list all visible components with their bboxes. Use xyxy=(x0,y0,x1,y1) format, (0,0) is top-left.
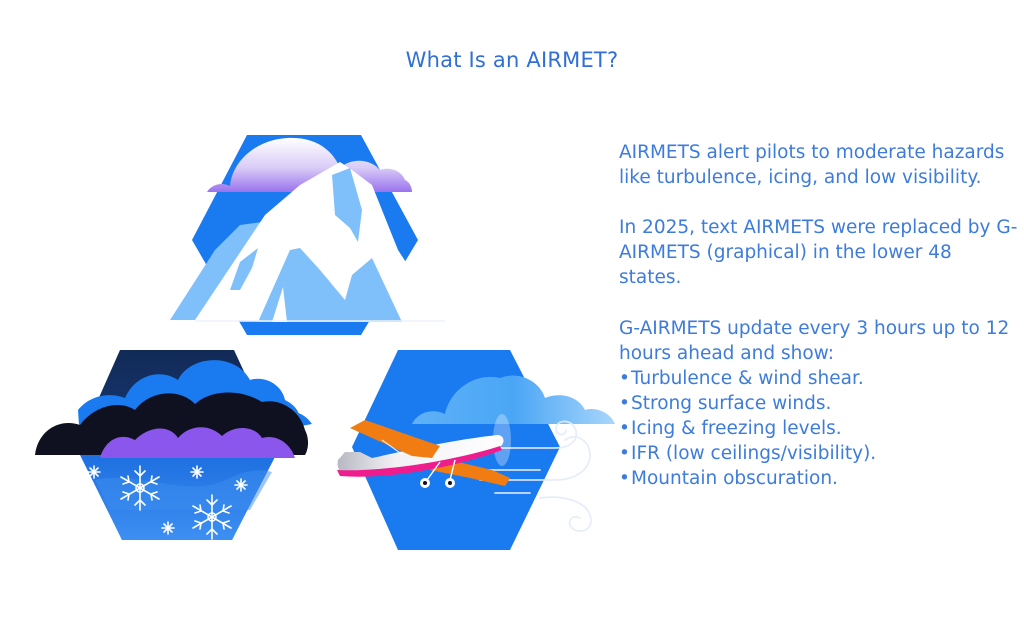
bullet-icon: • xyxy=(619,418,630,439)
update-paragraph: G-AIRMETS update every 3 hours up to 12 … xyxy=(619,318,1010,364)
hazard-list: •Turbulence & wind shear. •Strong surfac… xyxy=(619,366,1019,491)
hazard-item: •Turbulence & wind shear. xyxy=(619,368,864,389)
hazard-item: •Mountain obscuration. xyxy=(619,468,838,489)
page-title: What Is an AIRMET? xyxy=(405,48,619,72)
intro-paragraph: AIRMETS alert pilots to moderate hazards… xyxy=(619,142,1005,188)
bullet-icon: • xyxy=(619,368,630,389)
bullet-icon: • xyxy=(619,468,630,489)
info-text: AIRMETS alert pilots to moderate hazards… xyxy=(619,140,1019,491)
mountain-illustration xyxy=(170,135,445,335)
hazard-item: •Icing & freezing levels. xyxy=(619,418,842,439)
bullet-icon: • xyxy=(619,393,630,414)
snowflake-icon xyxy=(120,465,160,511)
snowflake-icon xyxy=(192,494,232,540)
bullet-icon: • xyxy=(619,443,630,464)
illustrations xyxy=(35,135,615,550)
hazard-item: •IFR (low ceilings/visibility). xyxy=(619,443,877,464)
turbulence-illustration xyxy=(337,350,615,550)
icing-illustration xyxy=(35,350,312,540)
history-paragraph: In 2025, text AIRMETS were replaced by G… xyxy=(619,217,1018,288)
hazard-item: •Strong surface winds. xyxy=(619,393,832,414)
